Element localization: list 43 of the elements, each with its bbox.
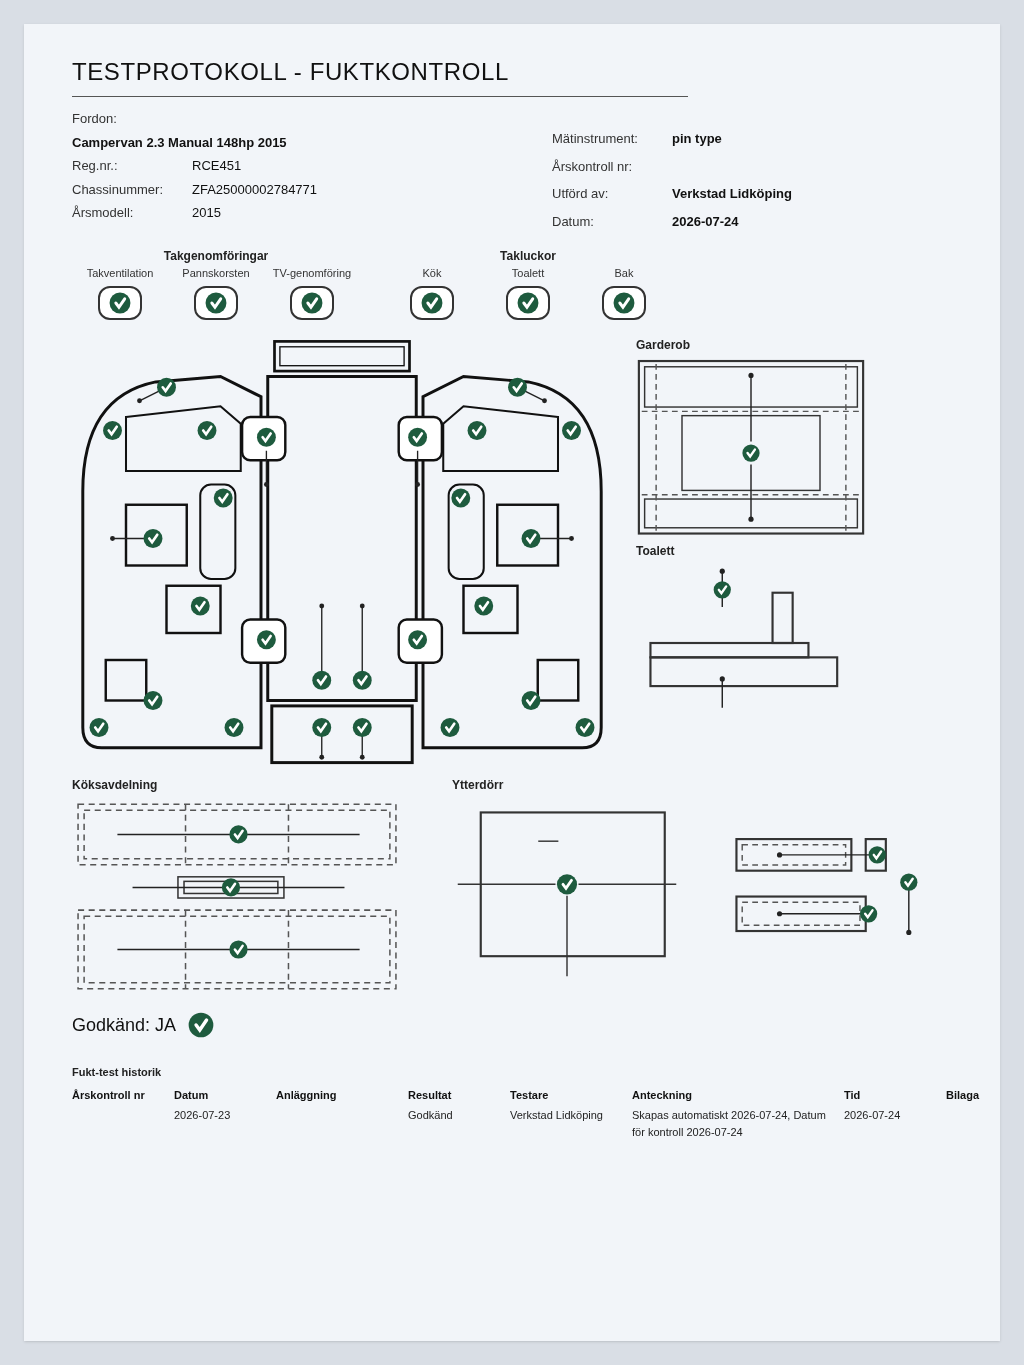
column-header: Testare [510, 1088, 549, 1101]
column-header: Anteckning [632, 1088, 692, 1101]
field-text: 2026-07-24 [672, 212, 739, 231]
field-text: Datum: [552, 213, 594, 229]
group-heading: Takgenomföringar [163, 248, 269, 265]
field-text: 2015 [192, 204, 221, 222]
field-text: Fordon: [72, 110, 118, 128]
column-header: Årskontroll nr [72, 1088, 145, 1101]
field-text: Verkstad Lidköping [672, 185, 792, 203]
section-heading: Ytterdörr [452, 776, 505, 794]
roof-item-label: Takventilation [86, 266, 154, 281]
section-heading: Toalett [636, 542, 676, 560]
roof-item-label: TV-genomföring [272, 266, 352, 281]
group-heading: Takluckor [500, 248, 556, 265]
field-text: Chassinummer: [72, 181, 164, 197]
table-cell-text: Skapas automatiskt 2026-07-24, Datum för kontroll 2026-07-24 [632, 1109, 826, 1138]
roof-item-label: Bak [614, 266, 634, 281]
field-text: pin type [672, 130, 722, 148]
section-heading: Garderob [636, 336, 691, 354]
section-heading: Köksavdelning [72, 776, 159, 794]
column-header: Anläggning [276, 1088, 337, 1101]
field-text: Årskontroll nr: [552, 158, 633, 174]
table-cell-text: 2026-07-24 [844, 1109, 901, 1121]
roof-item-label: Toalett [511, 266, 545, 281]
column-header: Bilaga [946, 1088, 979, 1101]
field-text: Campervan 2.3 Manual 148hp 2015 [72, 133, 288, 152]
field-text: ZFA25000002784771 [192, 180, 318, 199]
column-header: Datum [174, 1088, 209, 1101]
table-title: Fukt-test historik [72, 1065, 162, 1078]
page-title: TESTPROTOKOLL - FUKTKONTROLL [72, 57, 509, 87]
field-text: Utförd av: [552, 186, 609, 201]
roof-item-label: Kök [422, 266, 442, 281]
table-cell-text: Verkstad Lidköping [510, 1109, 603, 1121]
field-text: Årsmodell: [72, 205, 134, 220]
column-header: Resultat [408, 1088, 452, 1101]
field-text: RCE451 [192, 157, 242, 175]
field-text: Mätinstrument: [552, 131, 638, 146]
table-cell-text: Godkänd [408, 1109, 453, 1121]
field-text: Reg.nr.: [72, 158, 118, 173]
table-cell-text: 2026-07-23 [174, 1109, 231, 1121]
column-header: Tid [844, 1088, 861, 1101]
roof-item-label: Pannskorsten [182, 266, 250, 281]
approval-text: Godkänd: JA [72, 1013, 177, 1037]
